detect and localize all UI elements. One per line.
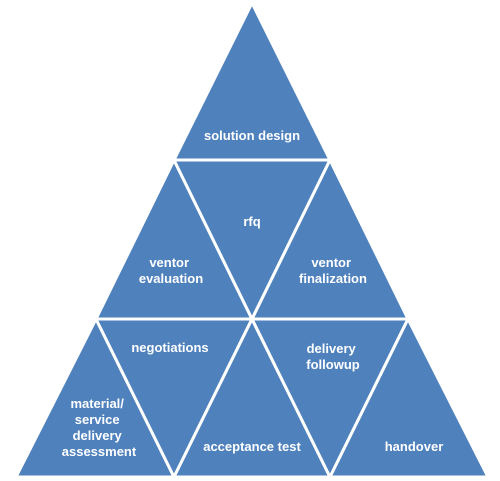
label-solution-design: solution design <box>204 128 300 143</box>
label-material-service-delivery-assessment: material/ service delivery assessment <box>62 396 137 459</box>
label-rfq: rfq <box>243 214 260 229</box>
triangle-handover <box>327 315 491 479</box>
label-ventor-evaluation: ventor evaluation <box>139 255 203 286</box>
label-handover: handover <box>385 439 444 454</box>
label-delivery-followup: delivery followup <box>306 341 359 372</box>
label-negotiations: negotiations <box>131 340 208 355</box>
label-acceptance-test: acceptance test <box>203 439 301 454</box>
label-ventor-finalization: ventor finalization <box>299 255 367 286</box>
